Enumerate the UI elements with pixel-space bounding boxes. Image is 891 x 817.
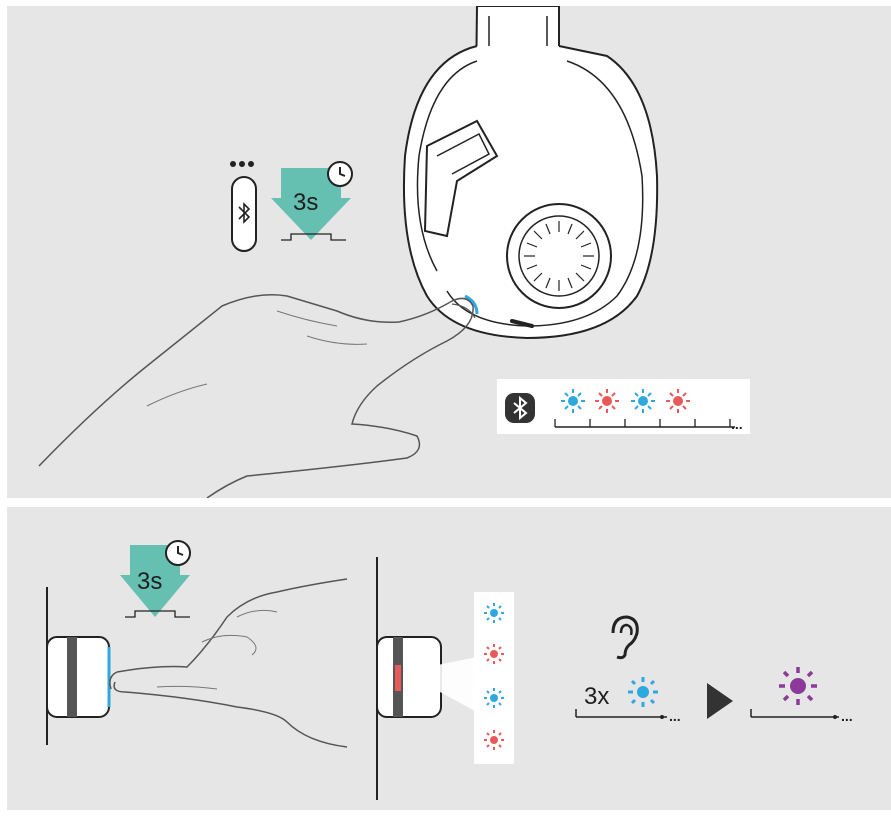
voice-prompt-repeat-label: 3x [584, 683, 610, 710]
timeline-trailing-dots-1: ... [669, 708, 681, 724]
timeline-trailing-dots: ... [731, 416, 743, 432]
earcup-led-detail [376, 557, 477, 800]
clock-icon [327, 161, 353, 187]
ear-icon [611, 615, 639, 660]
led-red-icon [484, 644, 504, 664]
step-2-panel: 3s [7, 507, 891, 810]
led-pattern-box: ... [497, 379, 750, 434]
led-timeline [554, 389, 735, 428]
step-1-panel: 3s [7, 6, 891, 498]
purple-led-timeline [750, 709, 839, 719]
led-blue-icon [484, 603, 504, 623]
earcup-side-view [46, 578, 348, 748]
led-blue-icon [561, 389, 585, 413]
led-red-icon [595, 389, 619, 413]
led-red-icon [666, 389, 690, 413]
bluetooth-icon [505, 393, 535, 423]
timeline-trailing-dots-2: ... [841, 708, 853, 724]
more-dots-icon [230, 161, 254, 167]
hold-time-label: 3s [293, 189, 319, 216]
bluetooth-button-icon [231, 176, 257, 252]
hand-illustration [38, 294, 476, 498]
led-vertical-strip [474, 592, 514, 764]
led-purple-icon [779, 667, 817, 705]
headset-illustration [402, 6, 659, 340]
led-blue-icon [631, 389, 655, 413]
hold-time-label: 3s [137, 568, 163, 595]
press-arrow-icon [271, 168, 351, 241]
led-blue-icon [484, 688, 504, 708]
led-red-icon [484, 730, 504, 750]
led-blue-icon [628, 677, 658, 707]
next-arrow-icon [707, 683, 733, 719]
voice-prompt-timeline [575, 709, 667, 719]
clock-icon [165, 540, 191, 566]
